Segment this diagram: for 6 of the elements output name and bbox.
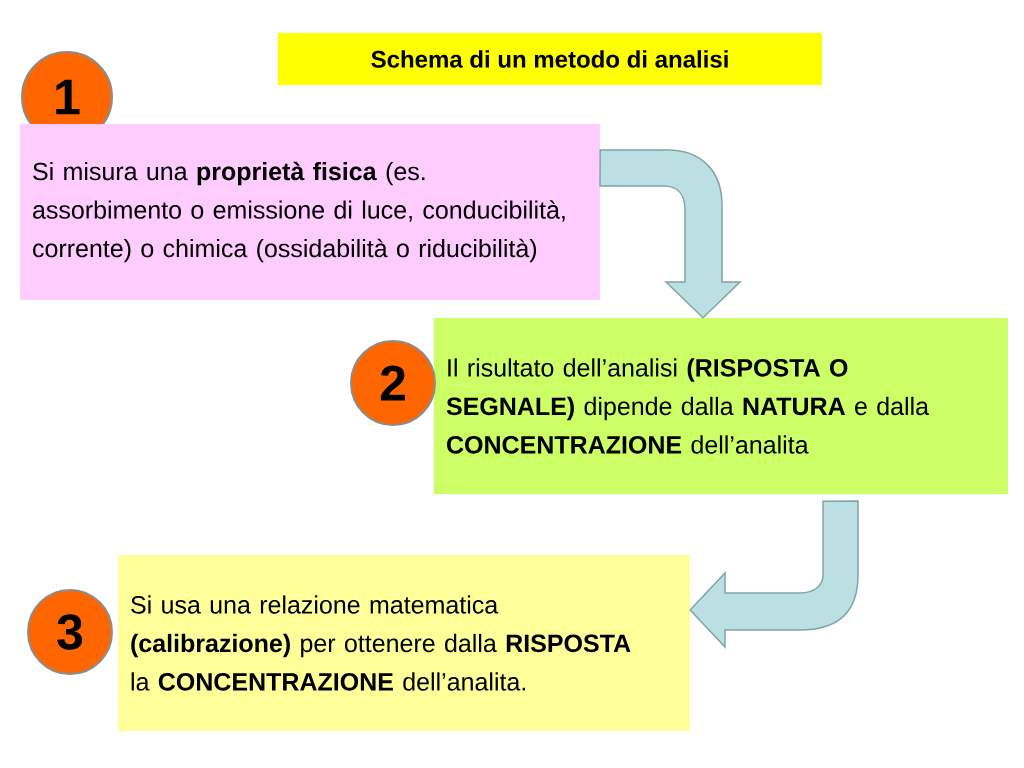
text-box: Si usa una relazione matematica (calibrazione) per ottenere dalla RISPOSTA la CONCENTRAZIONE dell’analita. <box>118 555 690 731</box>
text-box: Il risultato dell’analisi (RISPOSTA O SEGNALE) dipende dalla NATURA e dalla CONCENTRAZIONE dell’analita <box>434 318 1008 494</box>
title-box: Schema di un metodo di analisi <box>278 33 822 85</box>
block-arrow <box>689 500 859 648</box>
block-arrow <box>599 149 741 319</box>
text-box: Si misura una proprietà fisica (es. assorbimento o emissione di luce, conducibilità, corrente) o chimica (ossidabilità o riducibilità) <box>20 124 600 300</box>
